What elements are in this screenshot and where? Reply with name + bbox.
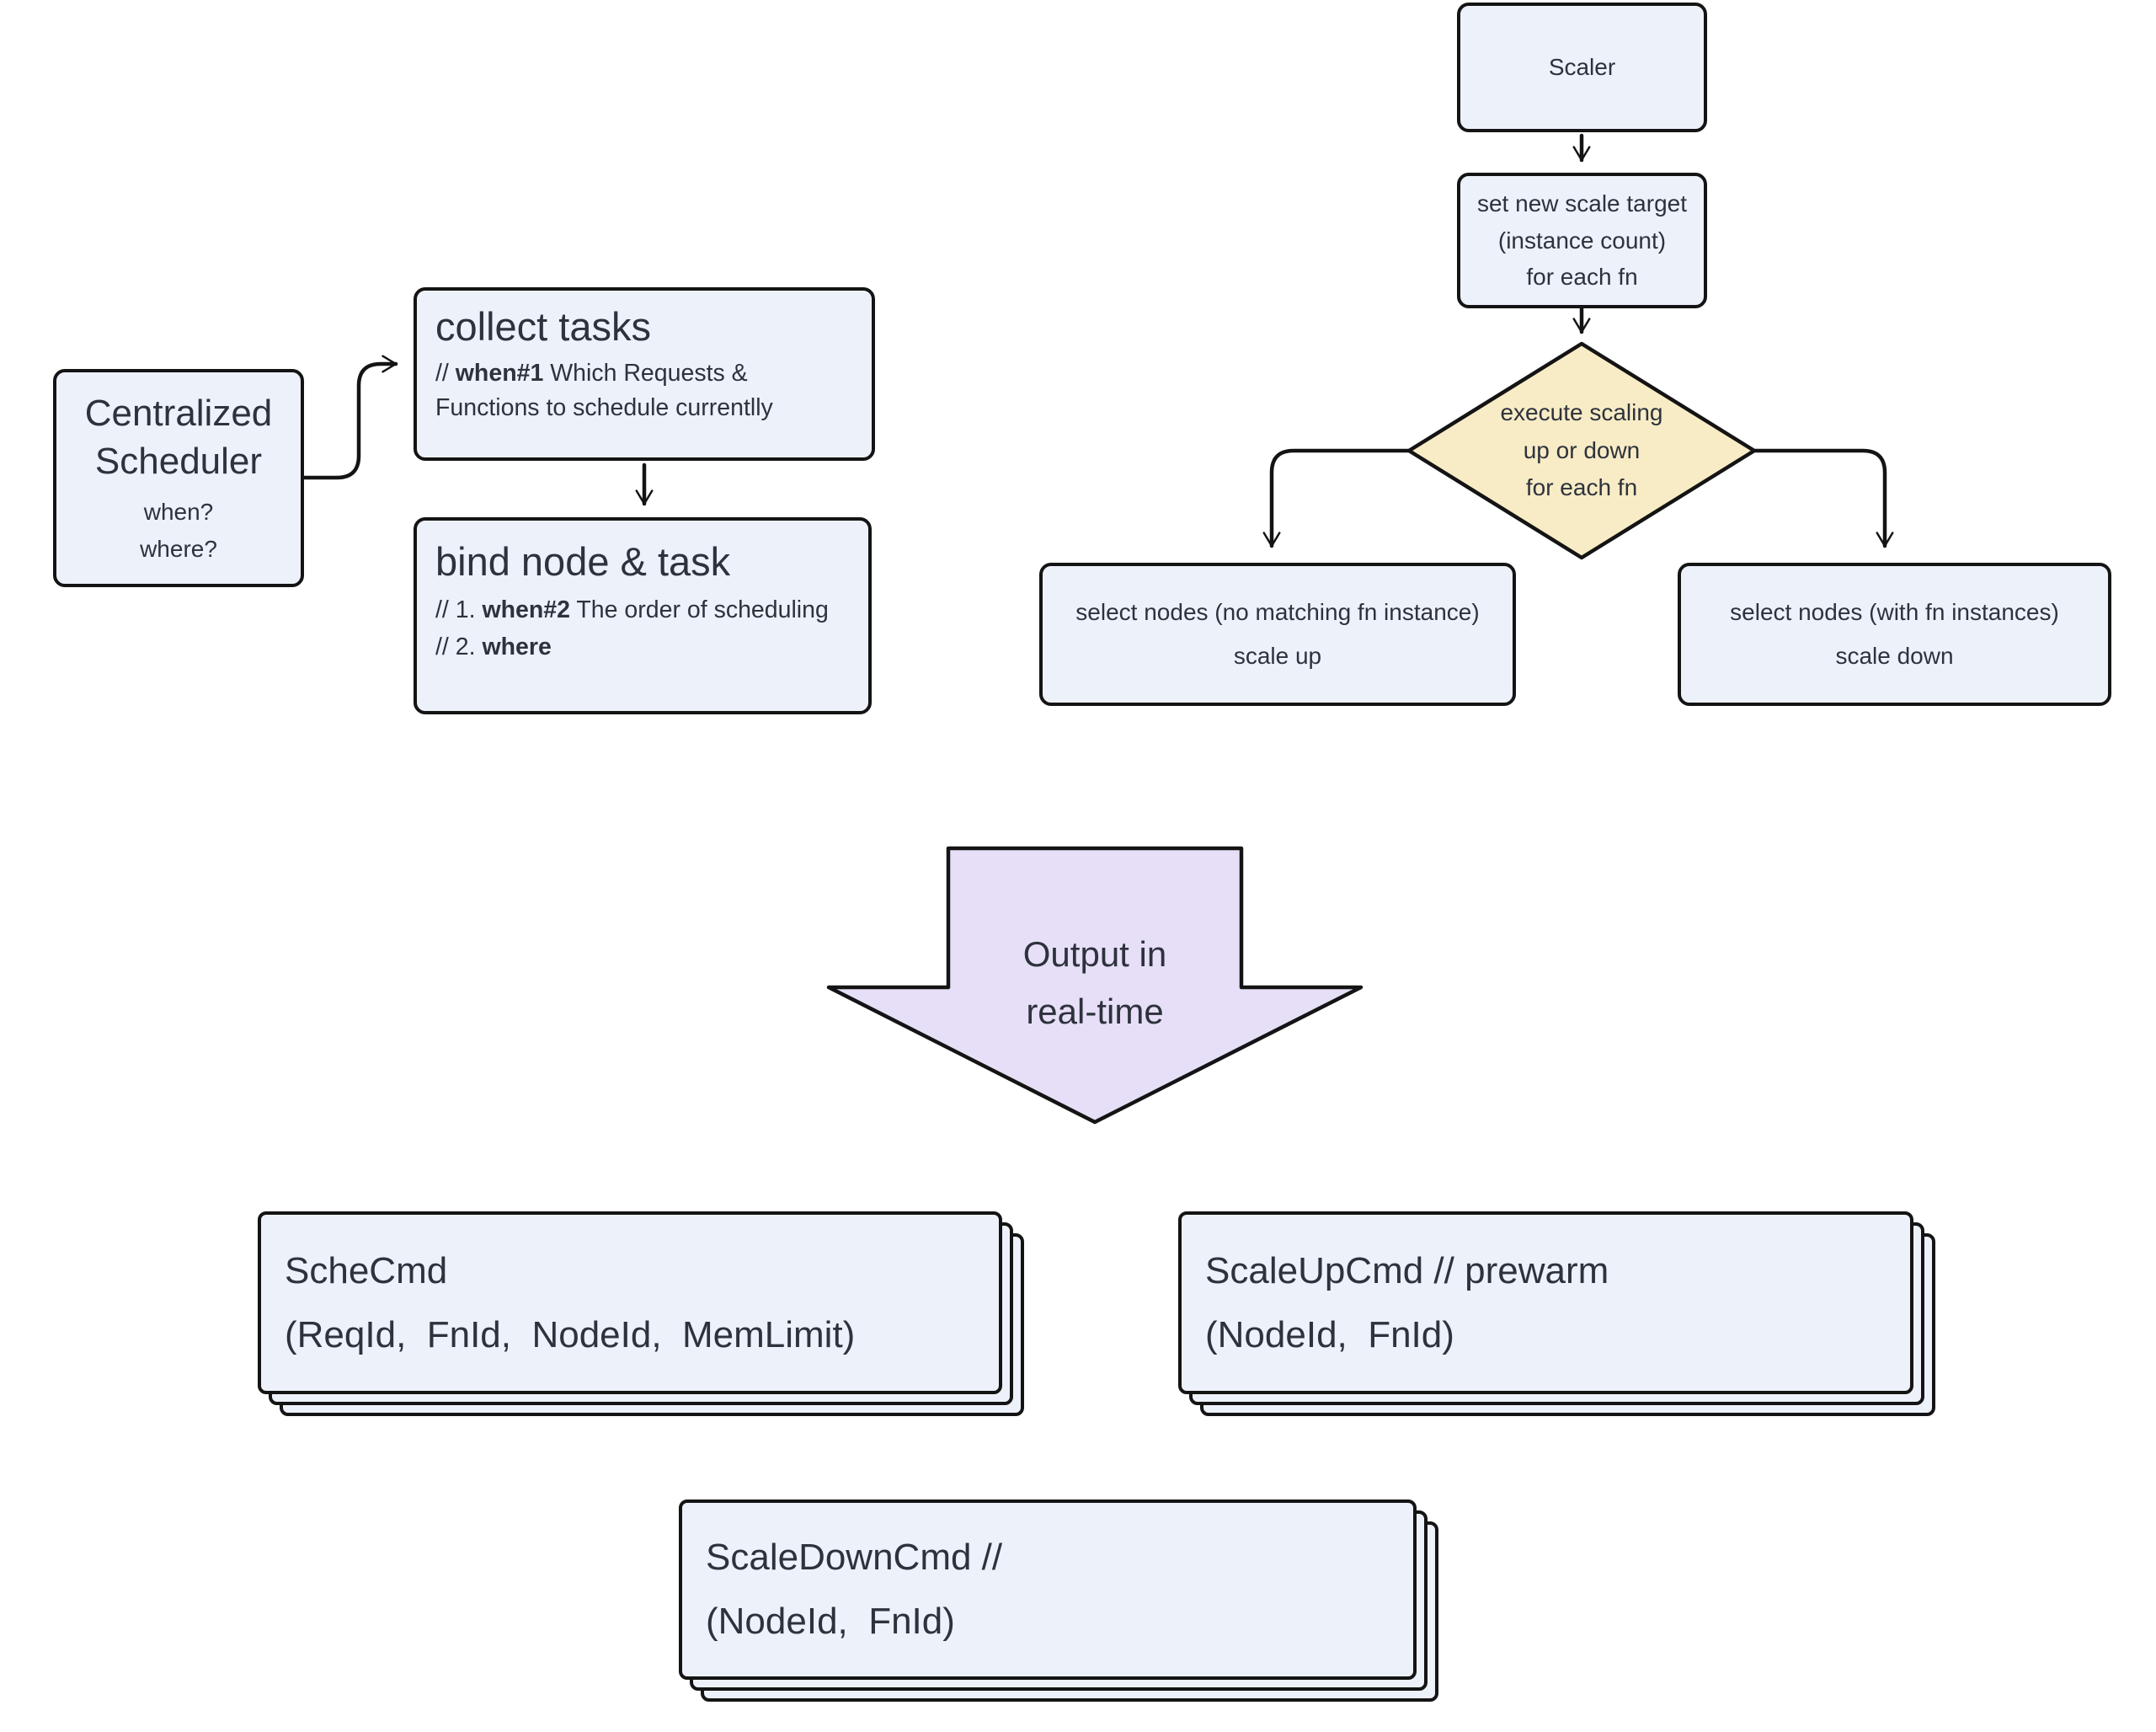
bind-c2-prefix: // 2. [435,633,483,661]
scaledowncmd-line2: (NodeId, FnId) [706,1601,955,1642]
bind-c1-prefix: // 1. [435,596,483,624]
bind-title: bind node & task [435,539,731,584]
scaleupcmd-line2: (NodeId, FnId) [1205,1313,1454,1355]
scaler-label: Scaler [1548,54,1616,81]
bind-comment-1: // 1. when#2 The order of scheduling [435,591,829,628]
scale-up-line1: select nodes (no matching fn instance) [1075,599,1480,626]
decision-diamond-label: execute scaling up or down for each fn [1455,386,1708,516]
scaledowncmd-card-front: ScaleDownCmd // (NodeId, FnId) [679,1499,1417,1680]
card-stack-scaledowncmd: ScaleDownCmd // (NodeId, FnId) [679,1499,1438,1702]
schecmd-line2: (ReqId, FnId, NodeId, MemLimit) [285,1313,856,1355]
node-select-scale-up: select nodes (no matching fn instance) s… [1039,563,1516,706]
node-select-scale-down: select nodes (with fn instances) scale d… [1678,563,2111,706]
scale-up-line2: scale up [1233,643,1322,669]
scheduler-sub-when: when? [143,499,214,526]
output-arrow-shape [826,846,1364,1125]
scaledowncmd-line1: ScaleDownCmd // [706,1537,1003,1579]
collect-tasks-comment: // when#1 Which Requests & Functions to … [435,356,853,425]
decision-line2: up or down [1523,436,1641,463]
node-scaler: Scaler [1457,3,1707,132]
set-target-line2: (instance count) [1497,227,1667,254]
scale-down-line2: scale down [1835,643,1954,669]
output-arrow-label: Output in real-time [926,911,1263,1055]
schecmd-line1: ScheCmd [285,1249,448,1291]
collect-comment-bold: when#1 [455,360,544,388]
node-set-scale-target: set new scale target (instance count) fo… [1457,173,1707,308]
scale-down-line1: select nodes (with fn instances) [1730,599,2059,626]
collect-comment-rest: Which Requests & Functions to schedule c… [435,360,773,421]
node-bind-node-task: bind node & task // 1. when#2 The order … [414,517,872,714]
scaleupcmd-line1: ScaleUpCmd // prewarm [1205,1249,1609,1291]
collect-comment-prefix: // [435,360,456,388]
node-centralized-scheduler: Centralized Scheduler when? where? [53,369,304,587]
bind-c1-rest: The order of scheduling [570,596,829,624]
connector-decision-to-scaleup [1262,448,1412,548]
bind-comment-2: // 2. where [435,628,552,666]
decision-diamond-shape [1406,341,1757,560]
card-stack-schecmd: ScheCmd (ReqId, FnId, NodeId, MemLimit) [258,1211,1024,1416]
scaleupcmd-card-front: ScaleUpCmd // prewarm (NodeId, FnId) [1178,1211,1913,1394]
set-target-line3: for each fn [1526,264,1638,291]
output-label-line2: real-time [1026,992,1164,1031]
scheduler-sub-where: where? [140,535,217,562]
node-collect-tasks: collect tasks // when#1 Which Requests &… [414,287,875,461]
connector-scheduler-to-collect [301,355,398,480]
decision-line1: execute scaling [1500,398,1663,425]
set-target-line1: set new scale target [1476,190,1688,217]
card-stack-scaleupcmd: ScaleUpCmd // prewarm (NodeId, FnId) [1178,1211,1936,1416]
scheduler-title-line1: Centralized [84,392,273,434]
scheduler-title-line2: Scheduler [94,441,263,483]
connector-decision-to-scaledown [1752,448,1894,548]
bind-c2-bold: where [482,633,552,661]
output-label-line1: Output in [1022,933,1167,974]
collect-tasks-title: collect tasks [435,304,651,349]
schecmd-card-front: ScheCmd (ReqId, FnId, NodeId, MemLimit) [258,1211,1002,1394]
bind-c1-bold: when#2 [482,596,570,624]
decision-line3: for each fn [1525,474,1638,501]
